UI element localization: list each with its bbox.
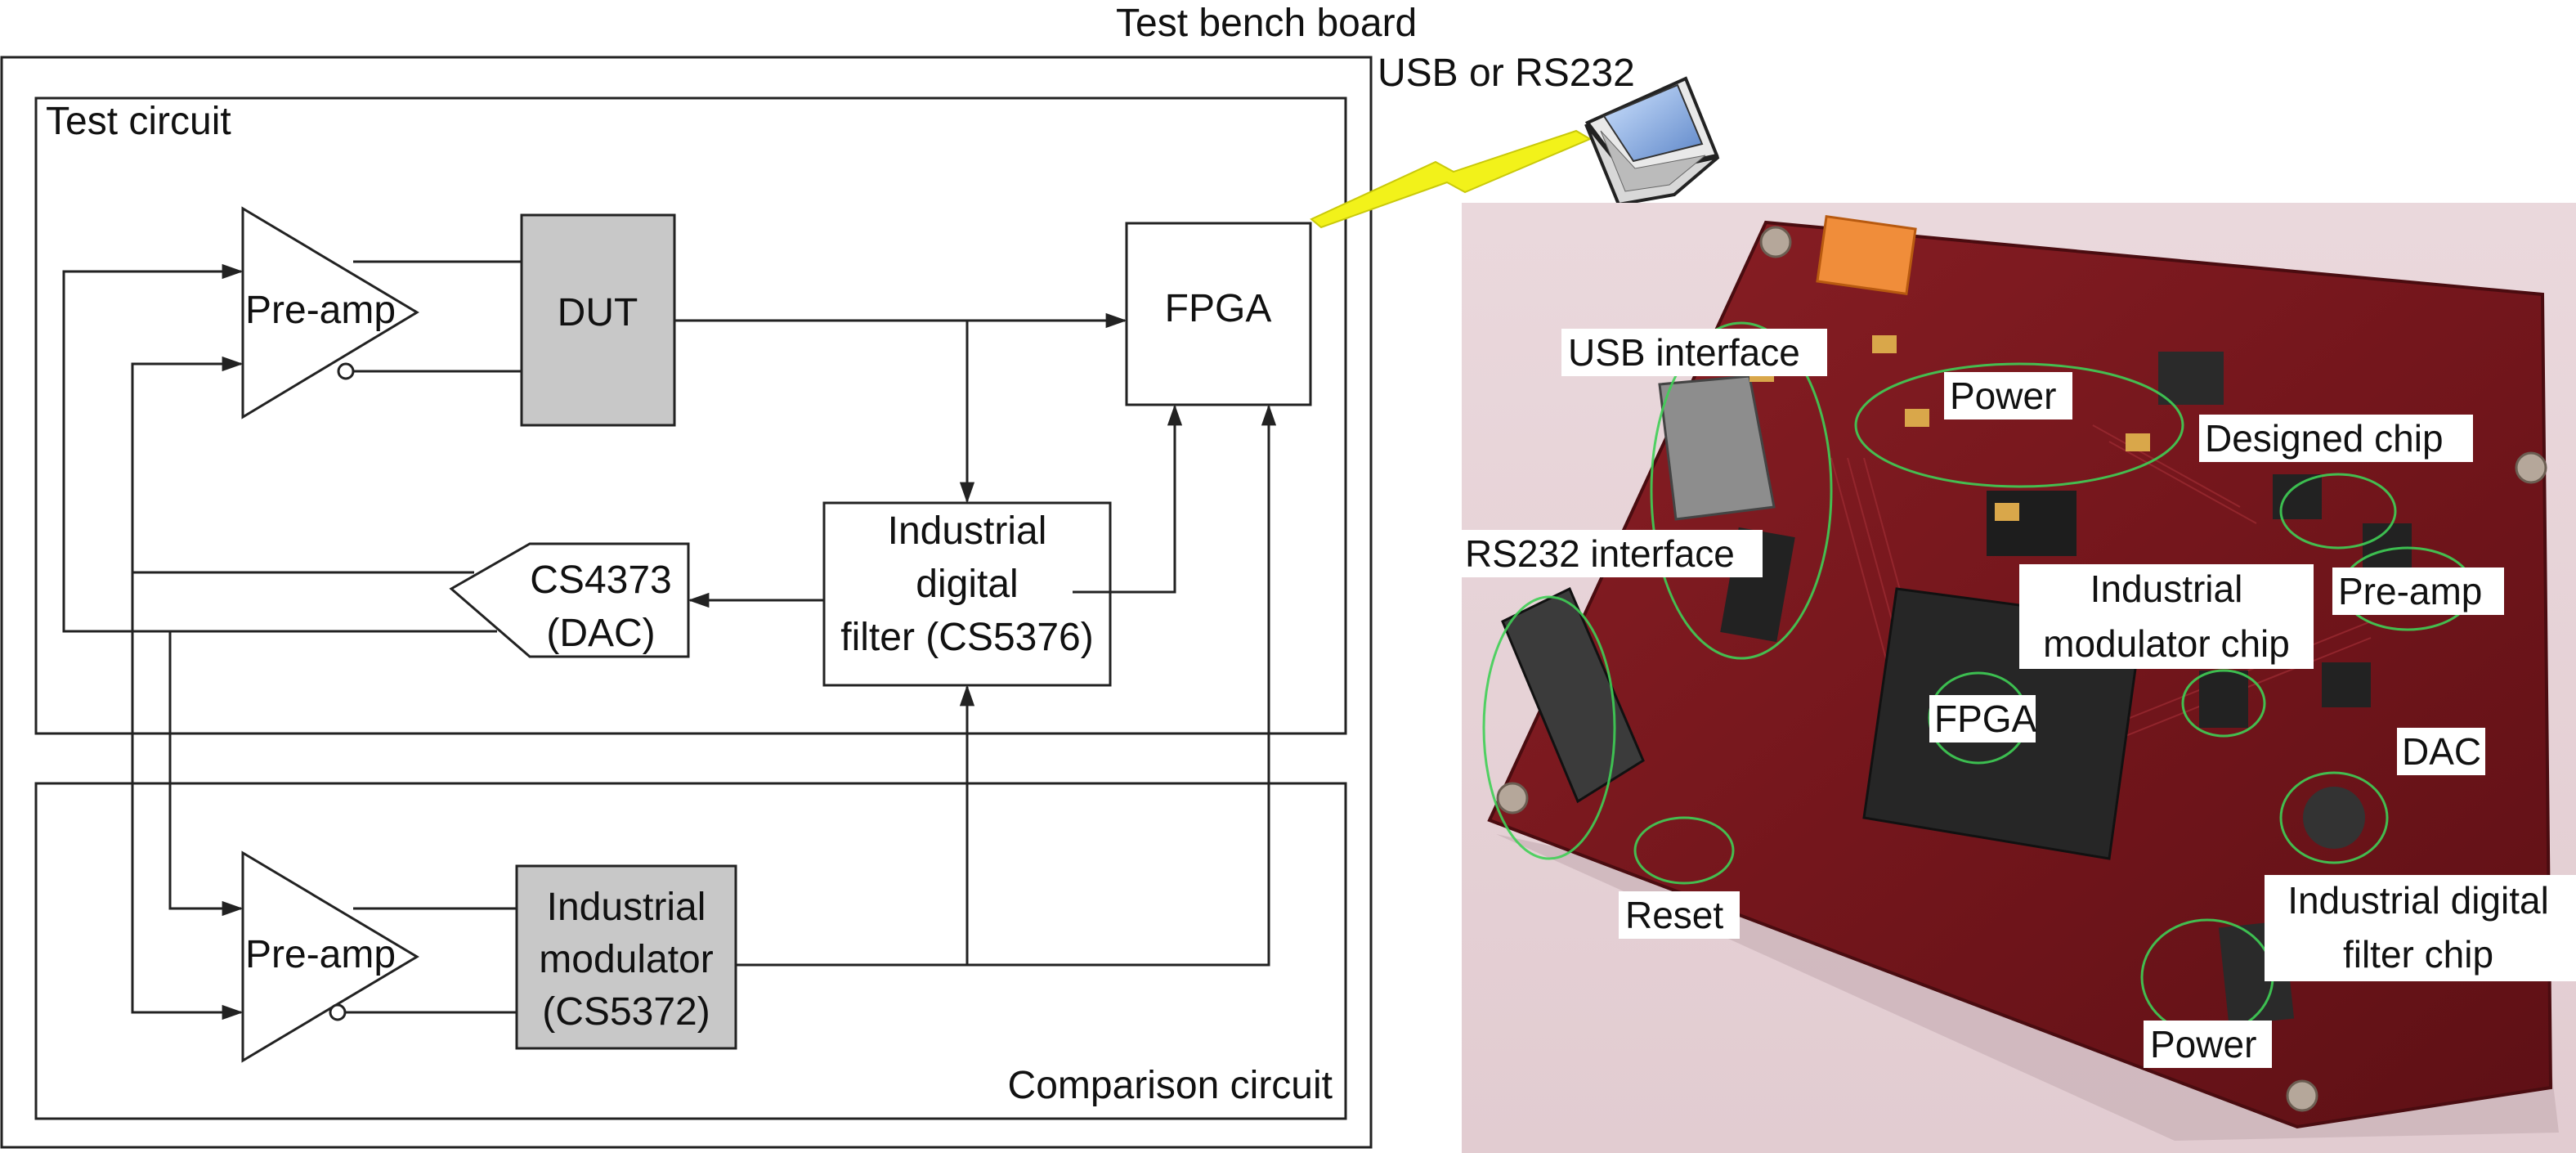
modulator-label-line2: modulator bbox=[539, 938, 713, 981]
dut-block: DUT bbox=[520, 213, 676, 427]
block-diagram: Test bench board USB or RS232 Test circu… bbox=[0, 2, 1635, 1149]
comparison-circuit-frame bbox=[34, 782, 1347, 1120]
modulator-block: Industrial modulator (CS5372) bbox=[515, 864, 737, 1050]
power-top-label: Power bbox=[1950, 375, 2056, 417]
pre-amp-photo-label: Pre-amp bbox=[2338, 570, 2482, 612]
filter-label-line1: Industrial bbox=[888, 509, 1047, 553]
signal-wires bbox=[62, 263, 1277, 1021]
usb-or-rs232-label: USB or RS232 bbox=[1378, 52, 1635, 95]
dac-block: CS4373 (DAC) bbox=[449, 542, 690, 658]
comparison-circuit-label: Comparison circuit bbox=[1008, 1064, 1333, 1107]
filter-label-line3: filter (CS5376) bbox=[840, 616, 1093, 659]
laptop-icon bbox=[1584, 76, 1720, 207]
board-photo: USB interface Power Designed chip RS232 … bbox=[1460, 203, 2576, 1153]
preamp-top-block: Pre-amp bbox=[241, 206, 419, 419]
industrial-digital-filter-chip-label-line2: filter chip bbox=[2343, 933, 2493, 976]
test-bench-board-label: Test bench board bbox=[1116, 2, 1417, 45]
industrial-modulator-chip-label-line2: modulator chip bbox=[2043, 622, 2290, 665]
industrial-modulator-chip-label-line1: Industrial bbox=[2090, 568, 2243, 610]
filter-label-line2: digital bbox=[916, 563, 1018, 606]
fpga-label: FPGA bbox=[1165, 287, 1272, 330]
dac-photo-label: DAC bbox=[2402, 730, 2481, 773]
modulator-label-line3: (CS5372) bbox=[542, 990, 710, 1034]
digital-filter-block: Industrial digital filter (CS5376) bbox=[822, 501, 1112, 687]
designed-chip-label: Designed chip bbox=[2205, 417, 2444, 460]
modulator-label-line1: Industrial bbox=[547, 886, 706, 929]
usb-interface-label: USB interface bbox=[1568, 331, 1800, 374]
power-bottom-label: Power bbox=[2150, 1023, 2256, 1066]
preamp-bottom-label: Pre-amp bbox=[245, 933, 396, 976]
wireless-link bbox=[1310, 129, 1593, 229]
preamp-top-label: Pre-amp bbox=[245, 289, 396, 332]
fpga-photo-label: FPGA bbox=[1934, 698, 2037, 740]
industrial-digital-filter-chip-label-line1: Industrial digital bbox=[2287, 879, 2549, 922]
dut-label: DUT bbox=[558, 291, 638, 334]
test-bench-board-frame bbox=[0, 56, 1373, 1149]
preamp-bottom-block: Pre-amp bbox=[241, 850, 419, 1063]
dac-label-line1: CS4373 bbox=[530, 559, 671, 602]
photo-labels: USB interface Power Designed chip RS232 … bbox=[1460, 329, 2576, 1068]
dac-label-line2: (DAC) bbox=[546, 612, 655, 655]
test-circuit-frame bbox=[34, 96, 1347, 735]
reset-label: Reset bbox=[1625, 894, 1723, 936]
fpga-block: FPGA bbox=[1125, 222, 1312, 406]
rs232-interface-label: RS232 interface bbox=[1465, 532, 1735, 575]
test-circuit-label: Test circuit bbox=[46, 100, 231, 143]
